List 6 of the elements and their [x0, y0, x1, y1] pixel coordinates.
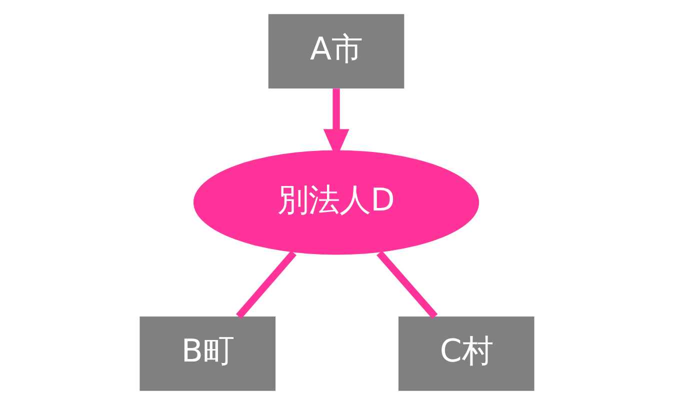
- node-box: B町: [140, 316, 276, 391]
- connector: [236, 250, 296, 319]
- node-box: A市: [268, 14, 404, 88]
- node-box: C村: [398, 316, 534, 391]
- node-ellipse: 別法人D: [193, 150, 480, 255]
- connector: [376, 250, 438, 319]
